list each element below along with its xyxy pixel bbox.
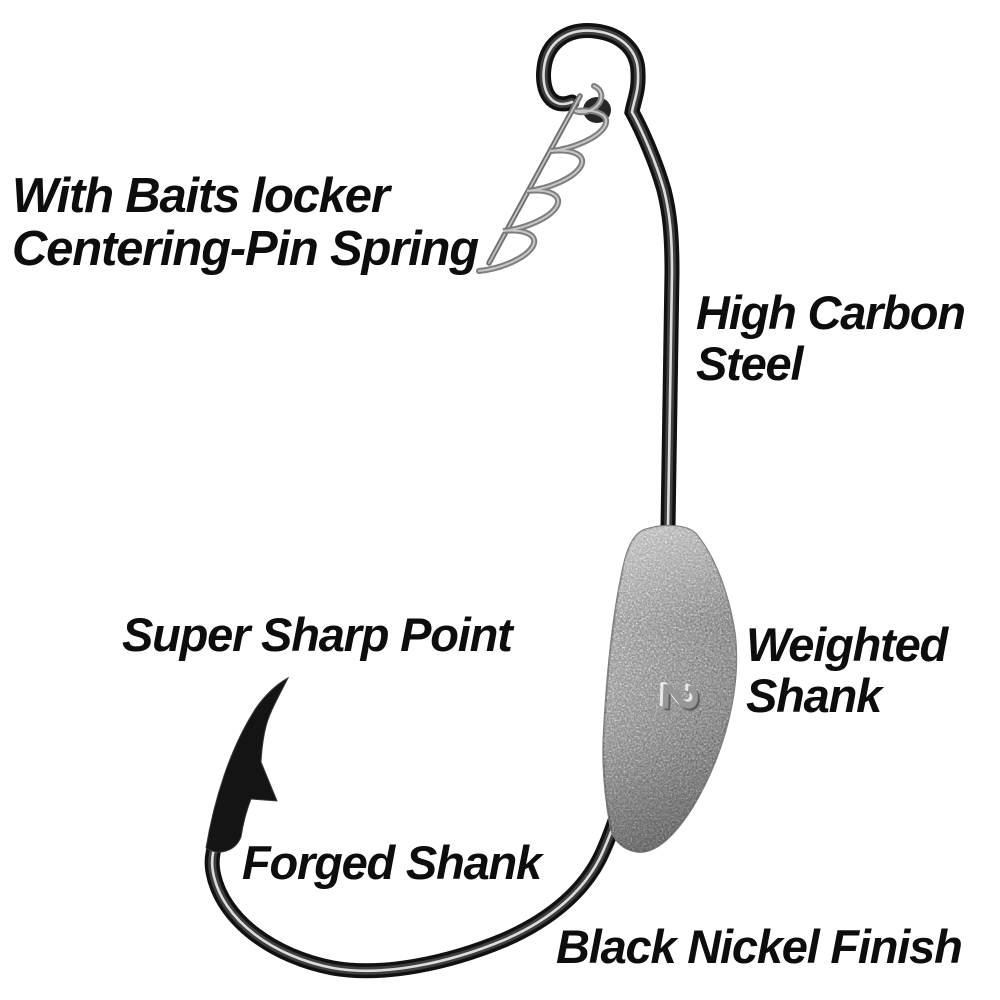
weight-marking-shadow: 2 <box>653 684 710 714</box>
label-line: Super Sharp Point <box>122 608 513 661</box>
label-line: Black Nickel Finish <box>556 920 963 973</box>
label-line: Forged Shank <box>242 836 542 889</box>
label-black-nickel-finish: Black Nickel Finish <box>556 920 963 973</box>
weight-marking-face: 2 <box>652 682 709 712</box>
weight-shading <box>603 525 737 852</box>
label-centering-pin-spring: With Baits locker Centering-Pin Spring <box>12 169 479 276</box>
label-line: Weighted <box>746 618 948 671</box>
label-line: With Baits locker <box>12 169 390 223</box>
label-line: Centering-Pin Spring <box>12 221 479 276</box>
centering-pin-spring <box>476 83 610 274</box>
hook-point <box>205 676 290 853</box>
label-super-sharp-point: Super Sharp Point <box>122 608 513 661</box>
label-line: High Carbon <box>696 286 966 339</box>
weight-marking-highlight: 2 <box>649 680 706 710</box>
spring-pin-highlight <box>488 95 581 264</box>
weighted-shank-body: 2 2 2 <box>602 524 738 854</box>
spring-coil-highlight <box>478 85 608 272</box>
weight-marking: 2 2 2 <box>649 680 711 714</box>
label-forged-shank: Forged Shank <box>242 836 542 889</box>
label-weighted-shank: Weighted Shank <box>746 618 948 722</box>
label-high-carbon-steel: High Carbon Steel <box>696 286 966 390</box>
label-line: Steel <box>696 336 804 390</box>
label-line: Shank <box>746 668 882 722</box>
